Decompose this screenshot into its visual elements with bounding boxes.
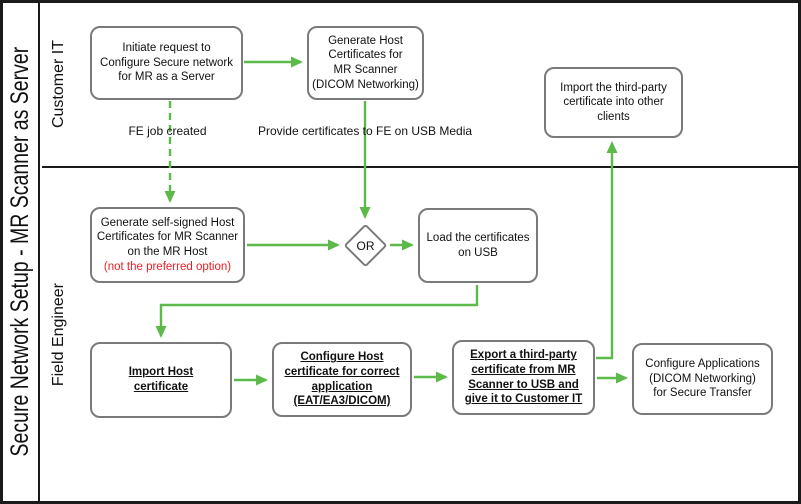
flowchart-node-import-third-party-certificate: Import the third-party certificate into … — [544, 67, 683, 138]
node-text-generate-self-signed: Generate self-signed Host Certificates f… — [96, 216, 239, 258]
flowchart-node-initiate-request: Initiate request to Configure Secure net… — [90, 26, 243, 100]
flowchart-node-generate-self-signed: Generate self-signed Host Certificates f… — [90, 207, 245, 283]
flowchart-node-configure-applications: Configure Applications (DICOM Networking… — [632, 343, 773, 415]
diagram-title-column: Secure Network Setup - MR Scanner as Ser… — [3, 3, 40, 501]
arrow-export-to-import-third-party-icon — [596, 141, 618, 360]
arrow-load-usb-to-import-host-icon — [155, 285, 479, 338]
flowchart-node-configure-host-certificate: Configure Host certificate for correct a… — [272, 342, 412, 417]
flowchart-node-generate-host-certificates: Generate Host Certificates for MR Scanne… — [307, 26, 424, 100]
flowchart-node-import-host-certificate: Import Host certificate — [90, 342, 232, 418]
or-gateway-label: OR — [356, 238, 375, 253]
flowchart-node-export-third-party-certificate: Export a third-party certificate from MR… — [452, 340, 595, 415]
node-note-not-preferred-option: (not the preferred option) — [103, 260, 232, 273]
lane-separator — [42, 166, 798, 168]
edge-label-fe-job-created: FE job created — [128, 124, 207, 138]
edge-label-provide-certificates: Provide certificates to FE on USB Media — [257, 124, 473, 138]
flowchart-node-load-certificates-usb: Load the certificates on USB — [418, 208, 538, 283]
